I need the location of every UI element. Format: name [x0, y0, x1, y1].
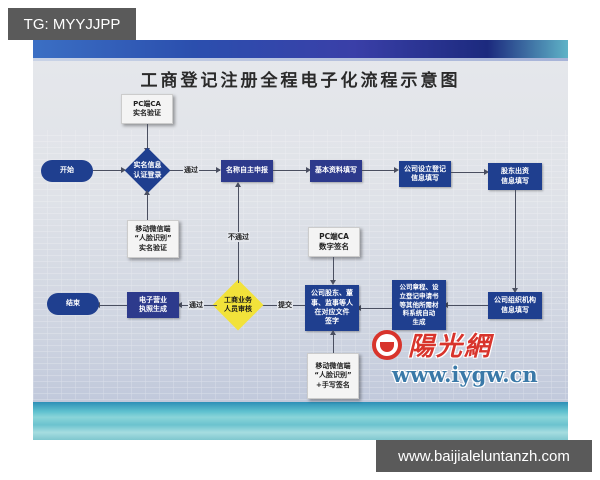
arrow-right-icon — [306, 167, 311, 173]
connector — [446, 305, 488, 306]
connector — [333, 331, 334, 354]
basic-info-node: 基本资料填写 — [310, 160, 362, 182]
connector — [515, 190, 516, 290]
edge-label-not-pass: 不通过 — [227, 232, 250, 242]
org-info-label: 公司组织机构 信息填写 — [494, 296, 536, 314]
mobile-face-verify-note: 移动微信端 “人脸识别” 实名验证 — [127, 220, 179, 258]
watermark-bottom-right: www.baijialeluntanzh.com — [376, 440, 592, 472]
connector — [147, 193, 148, 220]
license-gen-label: 电子营业 执照生成 — [139, 295, 167, 313]
review-label: 工商业务 人员审核 — [224, 295, 252, 313]
edge-label-submit: 提交 — [277, 300, 293, 310]
arrow-up-icon — [235, 182, 241, 187]
connector — [93, 170, 123, 171]
arrow-up-icon — [144, 190, 150, 195]
company-reg-info-label: 公司设立登记 信息填写 — [404, 164, 446, 182]
company-reg-info-node: 公司设立登记 信息填写 — [399, 161, 451, 187]
arrow-right-icon — [121, 167, 126, 173]
mobile-face-sign-note: 移动微信端 “人脸识别” +手写签名 — [307, 353, 359, 399]
edge-label-pass: 通过 — [183, 165, 199, 175]
arrow-up-icon — [330, 330, 336, 335]
connector — [359, 308, 392, 309]
arrow-right-icon — [216, 167, 221, 173]
docs-auto-gen-label: 公司章程、设 立登记申请书 等其他所需材 料系统自动 生成 — [399, 283, 439, 327]
mobile-face-verify-label: 移动微信端 “人脸识别” 实名验证 — [134, 224, 172, 252]
header-band — [33, 40, 568, 58]
shareholder-info-label: 股东出资 信息填写 — [501, 167, 529, 185]
realname-login-decision: 实名信息 认证登录 — [124, 147, 171, 194]
logo-url: www.iygw.cn — [392, 362, 538, 387]
site-logo: 陽光網 — [372, 326, 492, 363]
arrow-down-icon — [330, 280, 336, 285]
connector — [451, 172, 487, 173]
connector — [333, 257, 334, 283]
pc-ca-verify-note: PC端CA 实名验证 — [121, 94, 173, 124]
basic-info-label: 基本资料填写 — [315, 166, 357, 175]
diagram-title: 工商登记注册全程电子化流程示意图 — [140, 71, 461, 91]
pc-ca-sign-label: PC端CA 数字签名 — [319, 231, 349, 251]
background-texture — [33, 130, 568, 400]
start-node: 开始 — [41, 160, 93, 182]
arrow-right-icon — [394, 167, 399, 173]
realname-login-label: 实名信息 认证登录 — [133, 161, 162, 179]
connector — [147, 124, 148, 150]
sign-docs-label: 公司股东、董 事、监事等人 在对应文件 签字 — [311, 289, 353, 326]
logo-text: 陽光網 — [408, 332, 493, 362]
pc-ca-sign-note: PC端CA 数字签名 — [308, 227, 360, 257]
logo-emblem-icon — [372, 329, 402, 360]
docs-auto-gen-node: 公司章程、设 立登记申请书 等其他所需材 料系统自动 生成 — [392, 280, 446, 330]
arrow-left-icon — [177, 302, 182, 308]
header-band-edge — [33, 58, 568, 61]
mobile-face-sign-label: 移动微信端 “人脸识别” +手写签名 — [314, 361, 352, 389]
connector — [273, 170, 309, 171]
arrow-right-icon — [484, 169, 489, 175]
flowchart-photo: 工商登记注册全程电子化流程示意图 开始 PC端CA 实名验证 实名信息 认证登录… — [33, 40, 568, 440]
watermark-top-left: TG: MYYJJPP — [8, 8, 136, 40]
name-apply-node: 名称自主申报 — [221, 160, 273, 182]
review-decision: 工商业务 人员审核 — [212, 279, 264, 331]
sign-docs-node: 公司股东、董 事、监事等人 在对应文件 签字 — [305, 285, 359, 331]
edge-label-pass: 通过 — [188, 300, 204, 310]
arrow-down-icon — [512, 288, 518, 293]
shareholder-info-node: 股东出资 信息填写 — [488, 163, 542, 190]
connector — [98, 305, 127, 306]
pc-ca-verify-label: PC端CA 实名验证 — [133, 99, 161, 117]
org-info-node: 公司组织机构 信息填写 — [488, 292, 542, 319]
name-apply-label: 名称自主申报 — [226, 166, 268, 175]
footer-band — [33, 402, 568, 440]
start-label: 开始 — [60, 166, 74, 175]
end-label: 结束 — [66, 299, 80, 308]
end-node: 结束 — [47, 293, 99, 315]
connector — [362, 170, 396, 171]
license-gen-node: 电子营业 执照生成 — [127, 292, 179, 318]
